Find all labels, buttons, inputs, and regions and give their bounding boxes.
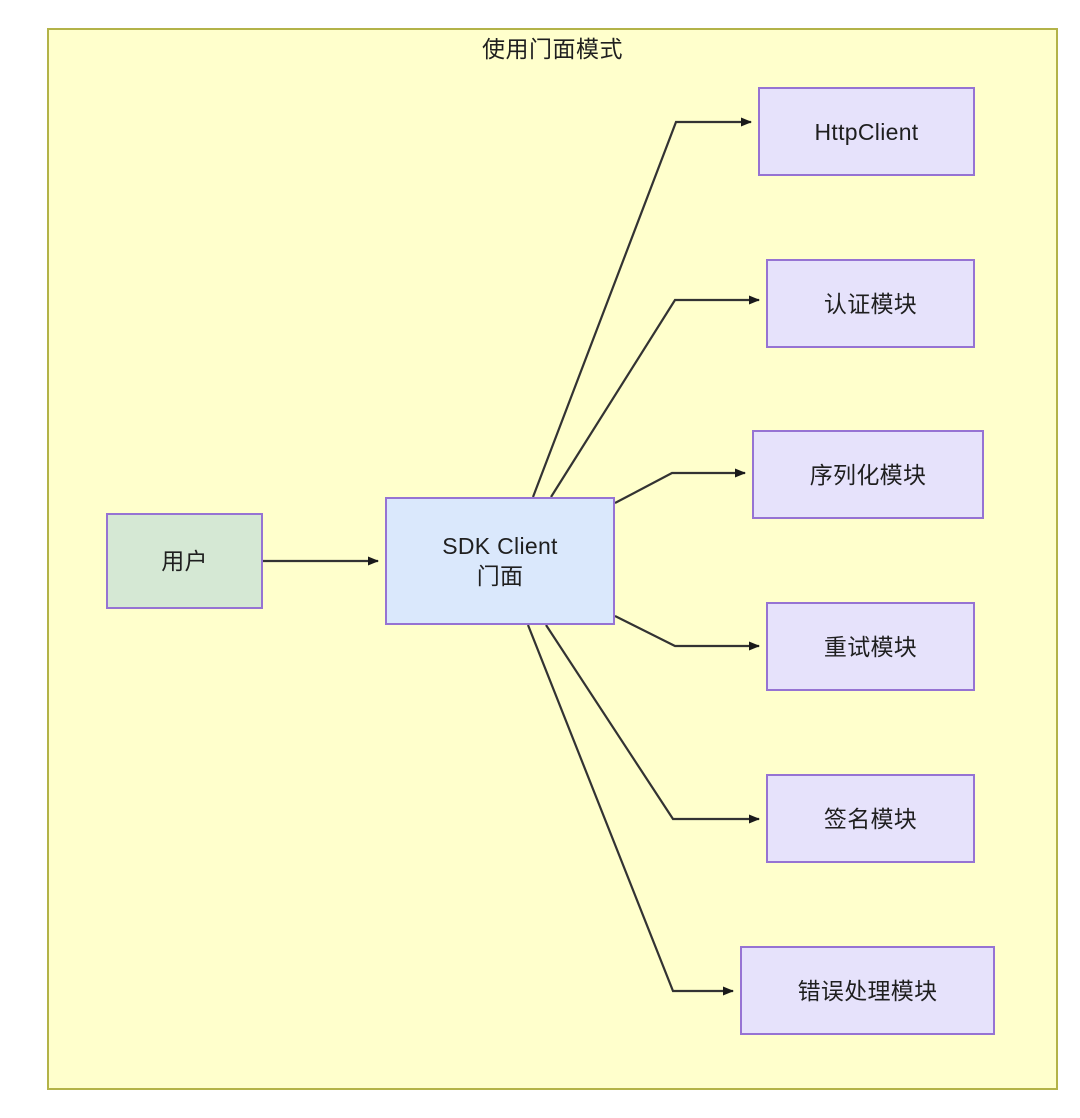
node-label-user: 用户 <box>161 548 208 574</box>
node-facade[interactable]: SDK Client 门面 <box>385 497 615 625</box>
edge-facade-to-sign <box>545 624 760 824</box>
node-label-facade: SDK Client 门面 <box>442 533 558 589</box>
diagram-title: 使用门面模式 <box>482 36 623 62</box>
node-user[interactable]: 用户 <box>106 513 263 609</box>
node-label-serialize: 序列化模块 <box>809 461 927 488</box>
node-label-retry: 重试模块 <box>823 633 918 660</box>
node-retry[interactable]: 重试模块 <box>766 602 975 691</box>
edge-facade-to-auth <box>550 295 760 498</box>
node-http[interactable]: HttpClient <box>758 87 975 176</box>
node-label-error: 错误处理模块 <box>797 977 938 1004</box>
node-error[interactable]: 错误处理模块 <box>740 946 995 1035</box>
node-auth[interactable]: 认证模块 <box>766 259 975 348</box>
edge-facade-to-error <box>526 624 734 996</box>
node-sign[interactable]: 签名模块 <box>766 774 975 863</box>
edge-facade-to-serialize <box>614 468 746 504</box>
node-label-sign: 签名模块 <box>823 805 918 832</box>
edge-facade-to-http <box>531 117 752 498</box>
node-serialize[interactable]: 序列化模块 <box>752 430 984 519</box>
node-label-auth: 认证模块 <box>823 290 918 317</box>
edge-facade-to-retry <box>614 615 760 651</box>
node-label-http: HttpClient <box>814 118 919 145</box>
